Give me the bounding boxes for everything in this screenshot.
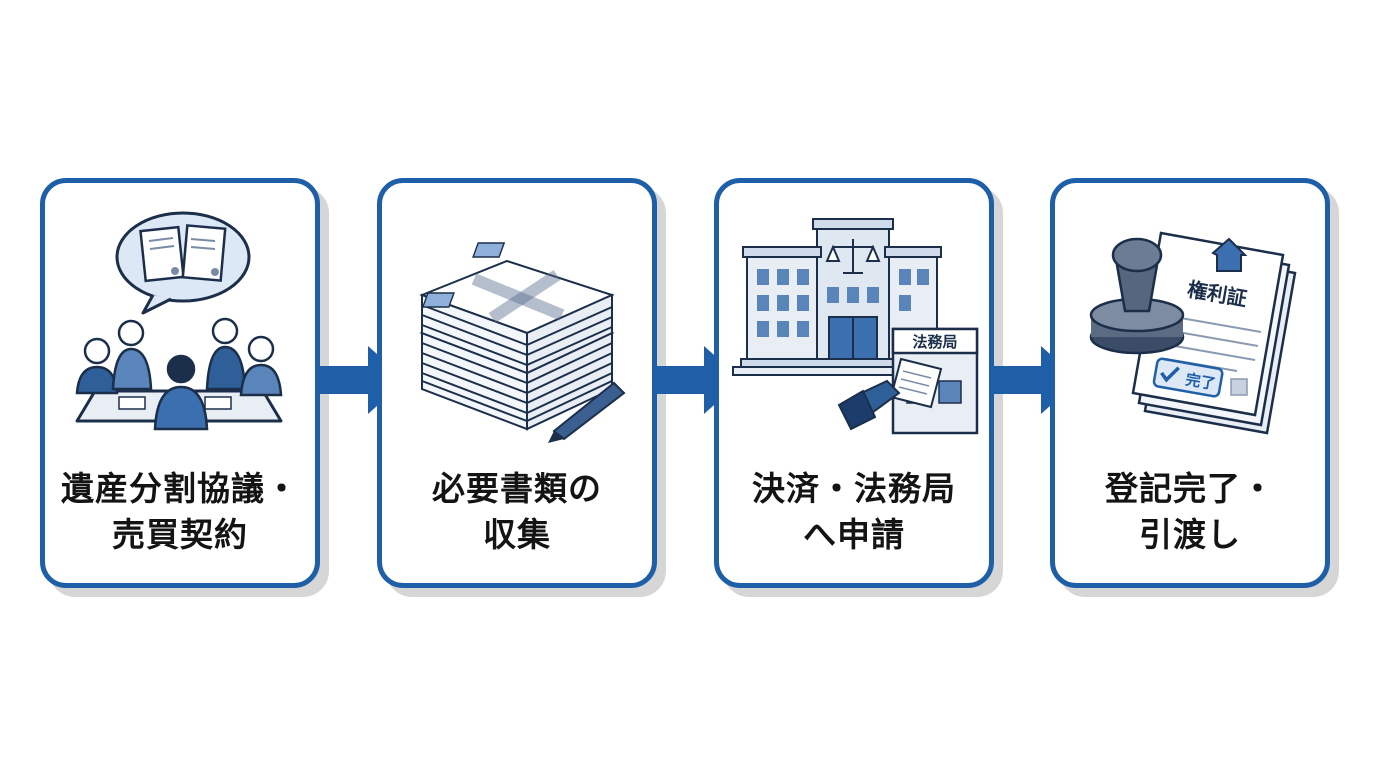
hand-document-icon [837,357,943,431]
rubber-stamp-icon [1089,237,1185,355]
step-4-caption: 登記完了・ 引渡し [1055,466,1325,558]
house-icon [1211,237,1248,272]
step-1-card: 遺産分割協議・ 売買契約 [40,178,320,588]
step-3-caption-line-1: 決済・法務局 [752,469,956,508]
step-3-card: 法務局 決済・法務局 へ申請 [714,178,994,588]
pen-icon [548,381,626,443]
step-2-card: 必要書類の 収集 [377,178,657,588]
certificate-stamp-icon: 権利証 完了 [1089,231,1297,435]
step-3-caption: 決済・法務局 へ申請 [719,466,989,558]
step-3-caption-line-2: へ申請 [803,515,905,554]
speech-bubble-icon [115,211,251,315]
step-1-caption-line-1: 遺産分割協議・ [61,469,299,508]
legal-bureau-building-icon: 法務局 [732,218,979,435]
step-2-caption-line-2: 収集 [483,515,551,554]
meeting-icon [75,211,283,431]
step-4-card: 権利証 完了 登記完了・ 引渡し [1050,178,1330,588]
document-stack-icon [419,242,626,443]
legal-bureau-sign: 法務局 [912,333,957,351]
step-4-caption-line-2: 引渡し [1139,515,1241,554]
step-4-caption-line-1: 登記完了・ [1105,469,1275,508]
step-2-caption: 必要書類の 収集 [382,466,652,558]
completed-stamp-label: 完了 [1184,370,1217,393]
justice-scale-icon [825,239,881,274]
step-1-caption-line-2: 売買契約 [112,515,248,554]
step-1-caption: 遺産分割協議・ 売買契約 [45,466,315,558]
step-2-caption-line-1: 必要書類の [432,469,602,508]
